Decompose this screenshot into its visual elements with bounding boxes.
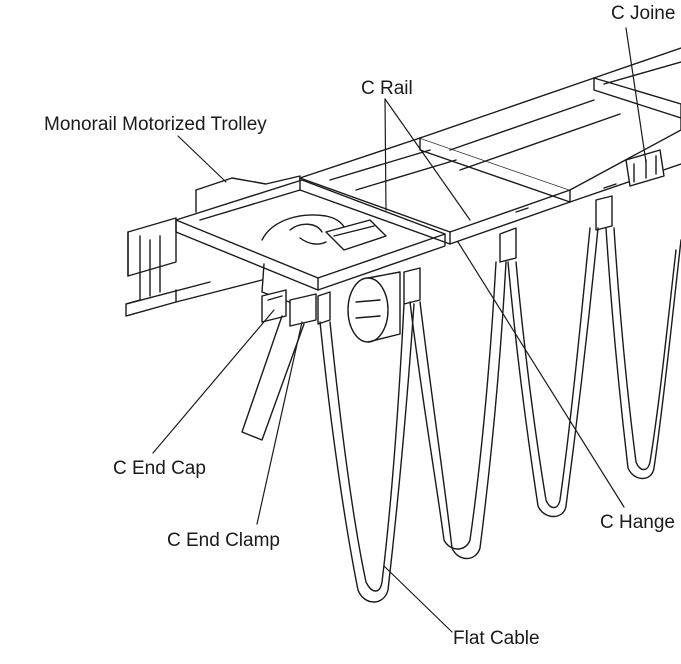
label-c-joiner: C Joine: [611, 3, 676, 24]
leader-c-end-clamp: [256, 321, 303, 525]
trolley-body: [175, 175, 446, 307]
label-flat-cable: Flat Cable: [453, 628, 540, 649]
leader-c-end-cap: [152, 309, 275, 454]
leader-flat-cable: [383, 565, 453, 633]
motor: [347, 271, 401, 343]
c-end-cap-and-clamp: [241, 289, 317, 441]
i-beam: [125, 217, 263, 317]
label-c-hanger: C Hange: [600, 512, 675, 533]
leader-c-joiner: [625, 27, 647, 163]
c-rail: [299, 47, 681, 245]
leader-c-hanger: [457, 241, 625, 508]
leader-c-rail-right: [384, 98, 471, 221]
leader-c-rail-left: [384, 98, 387, 211]
leader-trolley: [177, 135, 227, 183]
label-c-end-cap: C End Cap: [113, 458, 206, 479]
leader-lines: [152, 27, 647, 633]
label-c-rail: C Rail: [361, 78, 413, 99]
label-c-end-clamp: C End Clamp: [167, 530, 280, 551]
c-hangers: [317, 183, 617, 325]
flat-cable: [319, 227, 681, 603]
c-joiner: [625, 149, 665, 187]
label-monorail-motorized-trolley: Monorail Motorized Trolley: [44, 114, 267, 135]
